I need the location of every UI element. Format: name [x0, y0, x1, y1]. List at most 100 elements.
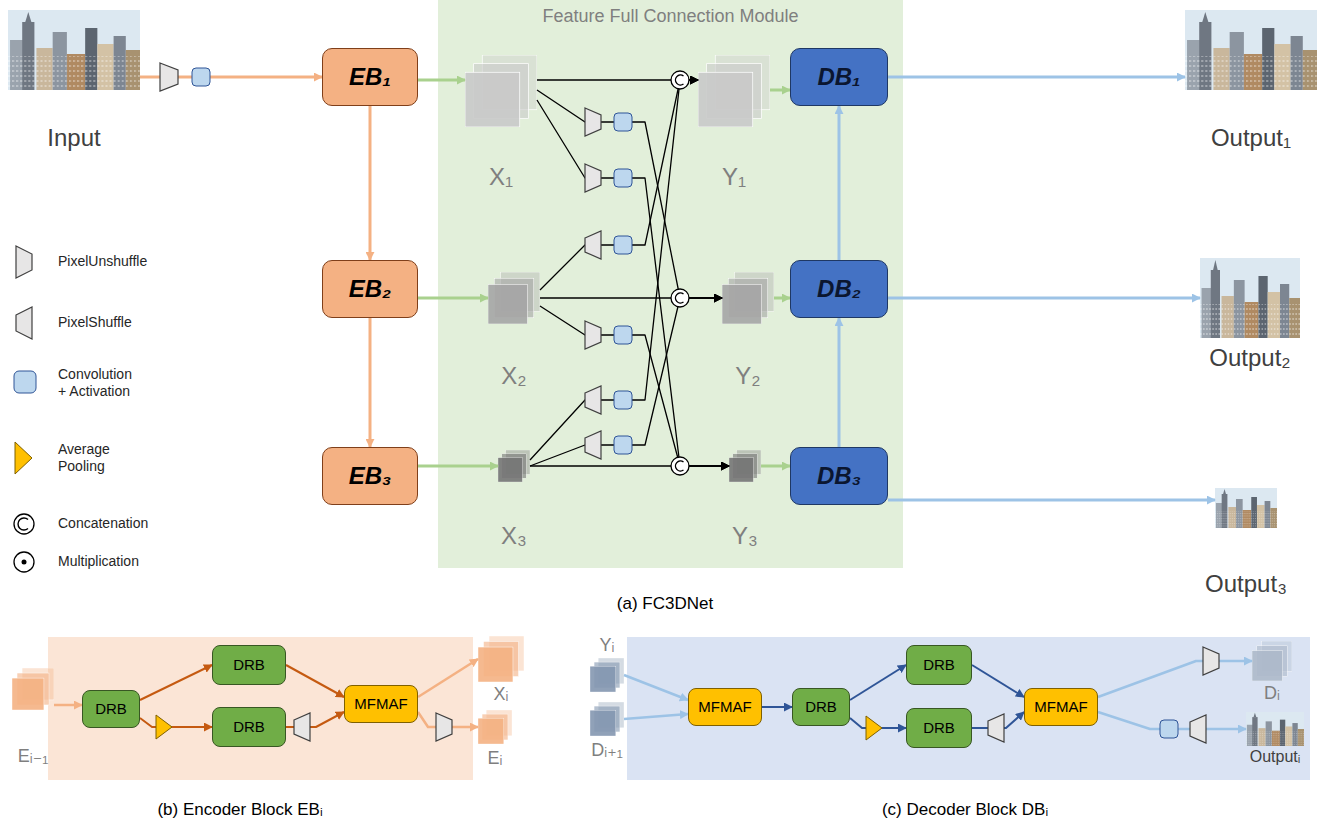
node-label: Y₂	[735, 362, 760, 390]
pixelunshuffle-symbol	[585, 164, 601, 192]
feature-map: Xᵢ	[478, 636, 524, 682]
connector-arrow	[530, 298, 722, 466]
node-label: Y₁	[722, 163, 746, 191]
multiply-mark	[22, 560, 27, 565]
encoder-panel	[48, 637, 473, 780]
shape-area	[729, 450, 761, 482]
node-label: MFMAF	[1034, 698, 1087, 715]
feature-map: Eᵢ₋₁	[12, 668, 54, 710]
connector-arrow	[972, 665, 1024, 697]
concat-mark	[675, 75, 683, 85]
avgpool-symbol	[156, 715, 172, 739]
city-image	[8, 10, 140, 90]
connector-arrow	[418, 465, 498, 468]
node-label: MFMAF	[354, 695, 407, 712]
node-label: DRB	[923, 656, 955, 673]
conv-symbol	[614, 169, 632, 187]
node-label: Dᵢ	[1264, 683, 1280, 704]
conv-symbol	[614, 236, 632, 254]
connector-arrow	[530, 80, 698, 460]
connector-arrow	[286, 665, 344, 697]
subfigure-caption: (a) FC3DNet	[617, 594, 713, 614]
connector-arrow	[624, 675, 688, 700]
pixelunshuffle-symbol	[585, 108, 601, 136]
connector-arrow	[369, 106, 372, 260]
node-label: Output₂	[1209, 344, 1290, 372]
pixelunshuffle-symbol	[160, 63, 178, 91]
conv-symbol	[614, 436, 632, 454]
city-image	[1200, 258, 1300, 338]
connector-arrow	[762, 706, 792, 708]
pixelshuffle-symbol	[1190, 715, 1206, 743]
legend-text: PixelUnshuffle	[58, 253, 178, 270]
process-box: MFMAF	[688, 688, 762, 726]
process-box: MFMAF	[344, 685, 418, 723]
process-box: DB₂	[790, 260, 888, 318]
concat-mark	[18, 518, 28, 530]
node-label: Dᵢ₊₁	[591, 740, 622, 761]
conv-symbol	[1160, 720, 1178, 738]
process-box: MFMAF	[1024, 688, 1098, 726]
concat-symbol	[671, 71, 689, 89]
legend-text: Convolution + Activation	[58, 366, 138, 400]
multiply-symbol	[14, 552, 34, 572]
node-label: EB₁	[349, 63, 391, 91]
concat-mark	[675, 461, 683, 471]
feature-stack	[590, 658, 624, 692]
process-box: EB₃	[322, 447, 418, 505]
conv-symbol	[14, 371, 36, 393]
feature-stack	[12, 668, 54, 710]
node-label: MFMAF	[698, 698, 751, 715]
connector-arrow	[530, 465, 729, 466]
shape-area	[1246, 712, 1304, 746]
connector-arrow	[1098, 661, 1252, 697]
image-panel: Output₁	[1185, 10, 1317, 90]
feature-map: X₃	[498, 450, 530, 482]
shape-area	[478, 710, 512, 744]
feature-stack	[722, 272, 774, 324]
legend-text: PixelShuffle	[58, 314, 178, 331]
node-label: EB₃	[349, 462, 392, 490]
connector-arrow	[140, 665, 212, 700]
connector-arrow	[624, 714, 688, 719]
decoder-panel	[627, 637, 1310, 780]
node-label: X₂	[501, 362, 526, 390]
connector-arrow	[418, 79, 465, 82]
image-panel: Output₃	[1215, 488, 1277, 528]
avgpool-symbol	[15, 442, 32, 474]
legend-text: Average Pooling	[58, 441, 138, 475]
conv-symbol	[614, 391, 632, 409]
shape-area	[1215, 488, 1277, 528]
node-label: DB₃	[817, 462, 861, 490]
process-box: DRB	[906, 645, 972, 685]
connector-arrow	[888, 297, 1200, 300]
legend-text: Concatenation	[58, 515, 178, 532]
feature-map: Yᵢ	[590, 658, 624, 692]
avgpool-symbol	[866, 716, 882, 740]
feature-stack	[465, 55, 537, 127]
shape-area	[1200, 258, 1300, 338]
pixelunshuffle-symbol	[16, 246, 32, 278]
feature-stack	[488, 272, 540, 324]
connector-arrow	[369, 318, 372, 447]
process-box: DB₁	[790, 48, 888, 106]
feature-map: X₁	[465, 55, 537, 127]
pixelshuffle-symbol	[988, 714, 1004, 742]
connector-arrow	[140, 718, 212, 727]
node-label: DB₁	[817, 63, 860, 91]
connector-arrow	[774, 297, 790, 300]
feature-stack	[478, 636, 524, 682]
shape-area	[1185, 10, 1317, 90]
shape-area	[590, 702, 624, 736]
node-label: Yᵢ	[600, 635, 615, 656]
shape-area	[698, 55, 770, 127]
feature-map: Y₂	[722, 272, 774, 324]
city-image	[1185, 10, 1317, 90]
node-label: Input	[47, 124, 100, 152]
feature-stack	[498, 450, 530, 482]
feature-stack	[698, 55, 770, 127]
node-label: DRB	[233, 656, 265, 673]
shape-area	[8, 10, 140, 90]
